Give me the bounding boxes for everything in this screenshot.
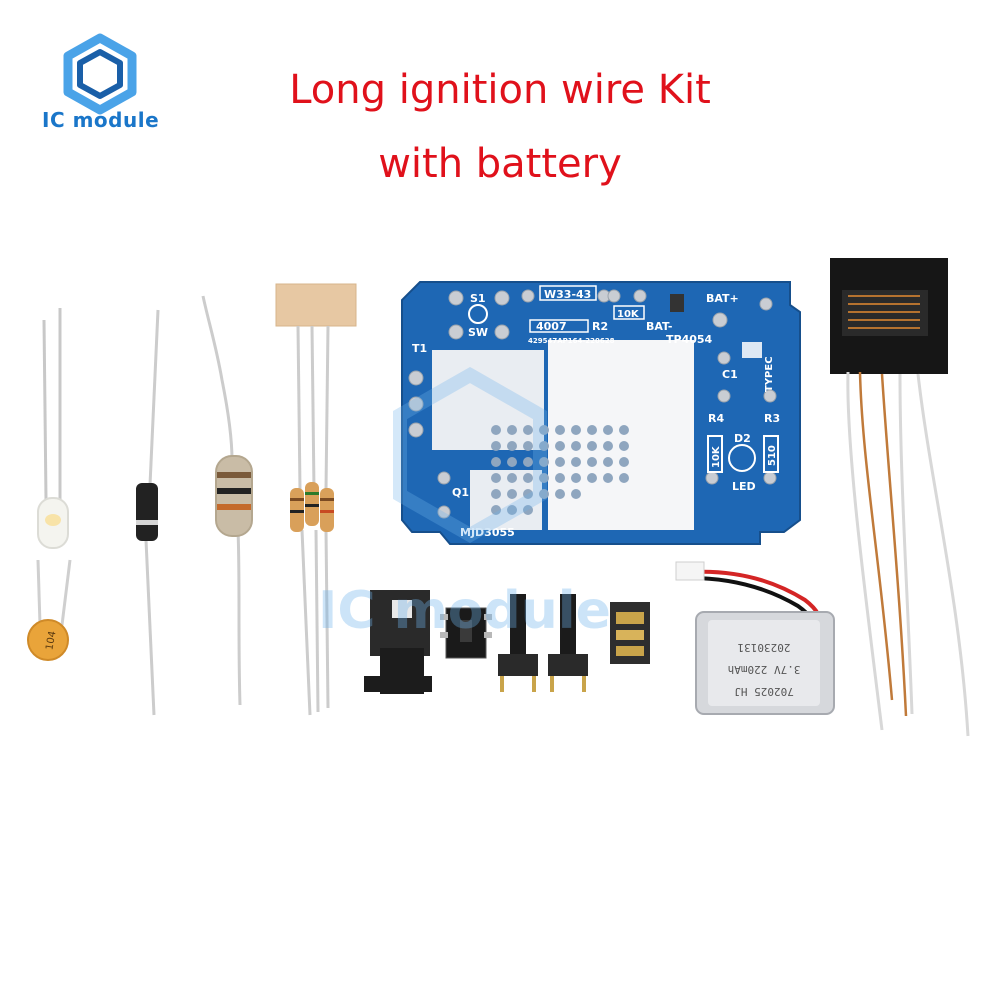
pcb-label-s1: S1 bbox=[470, 292, 486, 305]
page-title-line1: Long ignition wire Kit bbox=[289, 67, 711, 113]
pcb-label-10k-side: 10K bbox=[711, 445, 722, 468]
hexagon-logo-icon bbox=[63, 33, 137, 115]
pcb-label-bat-plus: BAT+ bbox=[706, 292, 739, 305]
pcb-label-c1: C1 bbox=[722, 368, 738, 381]
battery-spec: 3.7V 220mAh bbox=[728, 663, 801, 676]
pcb-label-led: LED bbox=[732, 480, 756, 493]
pcb-label-bat-minus: BAT- bbox=[646, 320, 673, 333]
power-resistor bbox=[201, 295, 253, 706]
page-title-line2: with battery bbox=[378, 141, 622, 187]
pcb-label-r4: R4 bbox=[708, 412, 724, 425]
battery-model: 702025 HJ bbox=[734, 685, 794, 698]
pcb-label-r3: R3 bbox=[764, 412, 780, 425]
pcb-board: S1 SW W33-43 BAT+ 4007 R2 10K BAT- 42954… bbox=[401, 281, 801, 545]
pcb-serial: 429547AP164-220628 bbox=[528, 337, 615, 345]
pcb-label-4007: 4007 bbox=[536, 320, 567, 333]
pcb-label-typec: TYPEC bbox=[764, 356, 775, 392]
capacitor-code: 104 bbox=[44, 630, 58, 651]
led-component bbox=[37, 308, 69, 549]
smd-chip bbox=[440, 607, 492, 659]
transformer-coil bbox=[830, 258, 970, 737]
pcb-label-mjd3055: MJD3055 bbox=[460, 526, 515, 539]
ceramic-capacitor: 104 bbox=[27, 559, 72, 661]
pcb-label-tp4054: TP4054 bbox=[666, 333, 713, 346]
watermark-text: IC module bbox=[318, 581, 611, 641]
battery-date: 20230131 bbox=[738, 641, 791, 654]
resistor-strip bbox=[275, 283, 357, 716]
pcb-label-sw: SW bbox=[468, 326, 488, 339]
tactile-switch-1 bbox=[498, 594, 538, 692]
transistor-component bbox=[364, 590, 432, 694]
watermark: IC module bbox=[318, 366, 611, 641]
logo-text: IC module bbox=[42, 108, 160, 132]
typec-connector bbox=[610, 602, 650, 664]
pcb-label-510: 510 bbox=[767, 445, 778, 466]
ic-module-logo bbox=[63, 33, 137, 115]
pcb-label-r2: R2 bbox=[592, 320, 608, 333]
tactile-switch-2 bbox=[548, 594, 588, 692]
diode-component bbox=[136, 309, 160, 716]
pcb-label-w33: W33-43 bbox=[544, 288, 591, 301]
pcb-label-q1: Q1 bbox=[452, 486, 469, 499]
lipo-battery: 702025 HJ 3.7V 220mAh 20230131 bbox=[675, 561, 835, 715]
pcb-label-t1: T1 bbox=[412, 342, 427, 355]
pcb-label-10k-top: 10K bbox=[617, 309, 640, 320]
pcb-label-d2: D2 bbox=[734, 432, 751, 445]
